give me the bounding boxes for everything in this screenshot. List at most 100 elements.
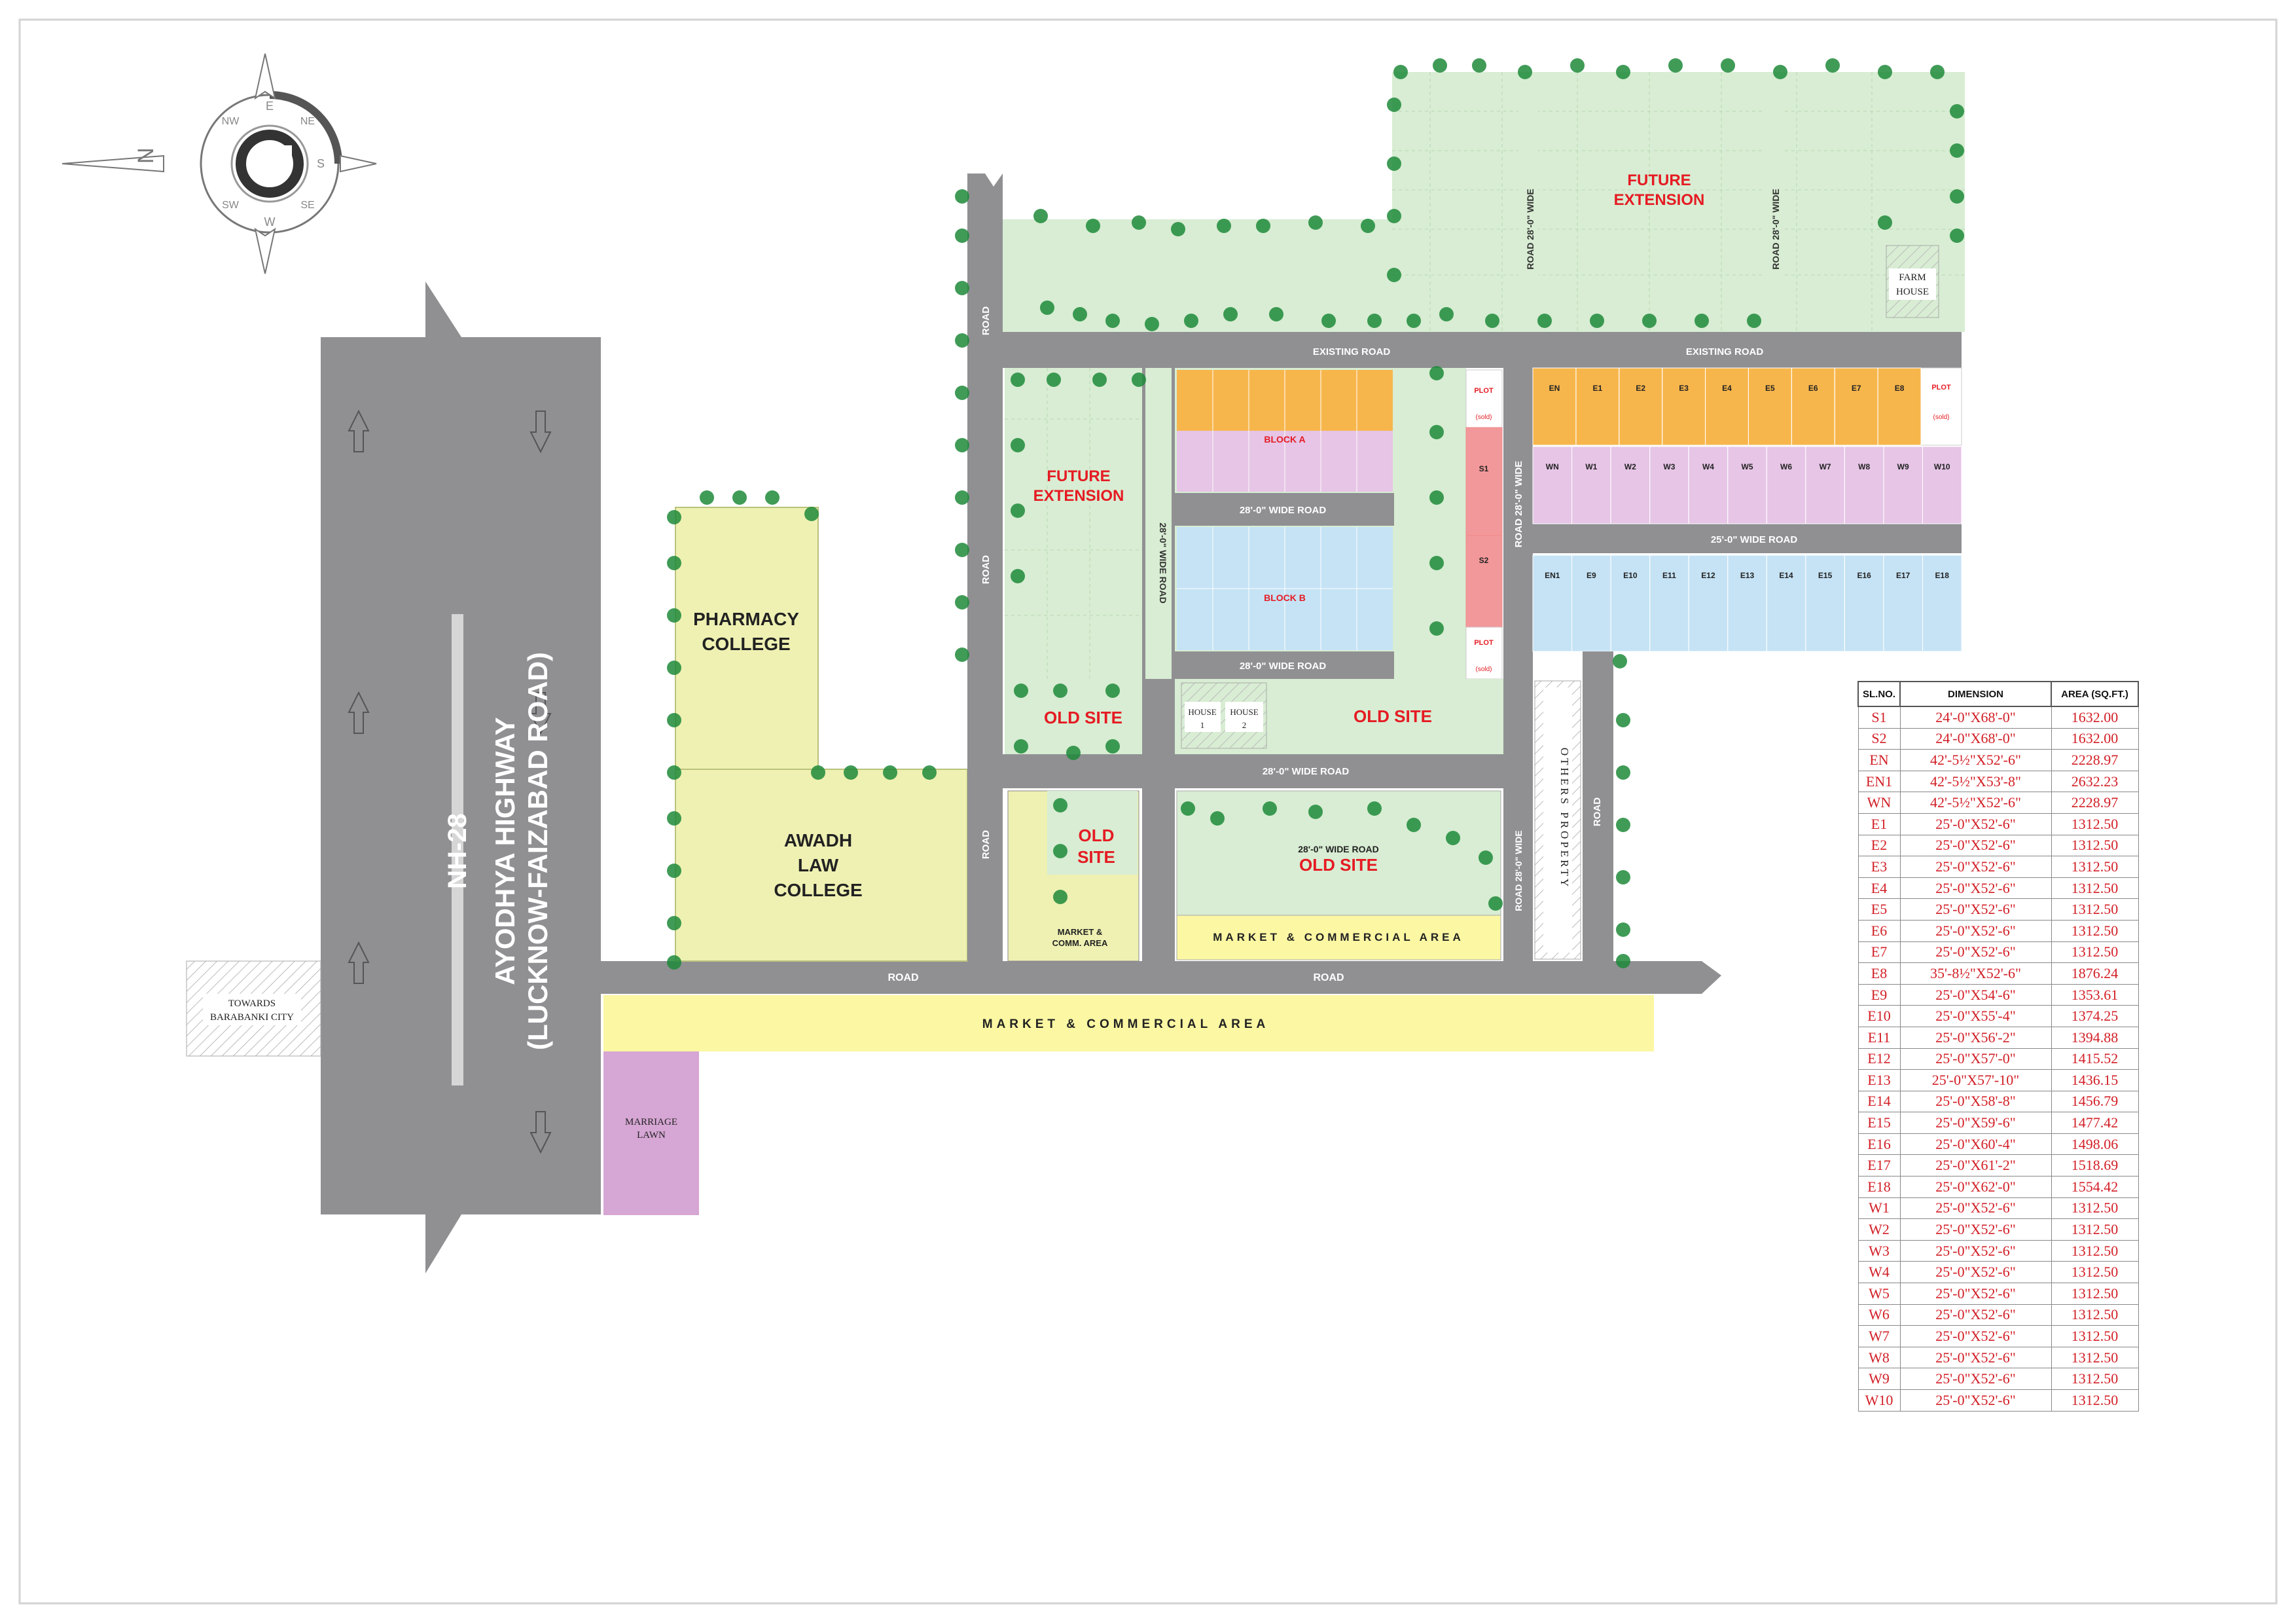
schedule-dimension: 25'-0"X57'-10" [1899, 1069, 2052, 1091]
tree-icon [1616, 765, 1630, 780]
market-small-label-1: MARKET & [1058, 927, 1103, 937]
schedule-dimension: 25'-0"X55'-4" [1899, 1005, 2052, 1027]
compass-se: SE [300, 200, 314, 211]
e-top-row [1533, 368, 1962, 445]
plot-w3: W3 [1663, 462, 1675, 471]
tree-icon [955, 189, 969, 204]
compass-w: W [264, 215, 276, 228]
plot-en: EN [1549, 384, 1560, 393]
plot-e12: E12 [1701, 571, 1715, 580]
future-label-north-2: EXTENSION [1614, 191, 1705, 209]
tree-icon [1930, 65, 1945, 79]
block-a-label: BLOCK A [1264, 434, 1305, 445]
tree-icon [1269, 307, 1283, 321]
tree-icon [1616, 922, 1630, 937]
schedule-slno: E13 [1857, 1069, 1901, 1091]
tree-icon [1825, 58, 1840, 73]
tree-icon [1367, 314, 1382, 328]
plot-w6: W6 [1780, 462, 1792, 471]
tree-icon [667, 765, 681, 780]
compass-nw: NW [222, 116, 240, 127]
old-site-label-2: OLD SITE [1354, 706, 1432, 726]
schedule-area: 1498.06 [2051, 1133, 2139, 1156]
plot-en1: EN1 [1545, 571, 1560, 580]
tree-icon [1105, 684, 1120, 698]
marriage-label-1: MARRIAGE [625, 1117, 677, 1127]
plot-wn: WN [1546, 462, 1559, 471]
tree-icon [1537, 314, 1552, 328]
plot-e15: E15 [1818, 571, 1833, 580]
plot-w4: W4 [1702, 462, 1714, 471]
tree-icon [1132, 215, 1146, 230]
tree-icon [1590, 314, 1604, 328]
schedule-area: 1312.50 [2051, 834, 2139, 857]
towards-label: TOWARDS [228, 998, 276, 1009]
schedule-slno: E3 [1857, 856, 1901, 878]
tree-icon [811, 765, 825, 780]
tree-icon [1387, 268, 1401, 282]
road28-label-north-2: ROAD 28'-0" WIDE [1770, 189, 1781, 270]
schedule-slno: E18 [1857, 1176, 1901, 1198]
tree-icon [1217, 219, 1231, 233]
schedule-dimension: 25'-0"X60'-4" [1899, 1133, 2052, 1156]
plot-e18: E18 [1935, 571, 1950, 580]
arrow-up-icon [348, 409, 370, 452]
compass-e: E [266, 100, 274, 113]
schedule-slno: E9 [1857, 983, 1901, 1006]
schedule-slno: EN1 [1857, 770, 1901, 793]
tree-icon [1747, 314, 1761, 328]
schedule-slno: W9 [1857, 1368, 1901, 1390]
schedule-dimension: 25'-0"X52'-6" [1899, 1389, 2052, 1412]
pharmacy-label-2: COLLEGE [702, 634, 790, 654]
tree-icon [1033, 209, 1048, 223]
future-label-west-1: FUTURE [1047, 467, 1110, 485]
tree-icon [1053, 844, 1067, 858]
schedule-area: 1312.50 [2051, 877, 2139, 900]
plot-e2: E2 [1636, 384, 1645, 393]
tree-icon [667, 608, 681, 623]
tree-icon [1773, 65, 1787, 79]
tree-icon [1011, 569, 1025, 583]
tree-icon [955, 228, 969, 243]
tree-icon [667, 916, 681, 930]
tree-icon [955, 438, 969, 452]
road28-label-mid-1: ROAD 28'-0" WIDE [1513, 461, 1524, 547]
top-green-area [1003, 219, 1392, 332]
tree-icon [955, 333, 969, 348]
tree-icon [667, 713, 681, 727]
sold-bottom: (sold) [1475, 666, 1492, 673]
tree-icon [1950, 104, 1964, 119]
plot-w7: W7 [1820, 462, 1831, 471]
market-small-label-2: COMM. AREA [1052, 938, 1108, 948]
future-label-west-2: EXTENSION [1033, 487, 1124, 505]
schedule-dimension: 25'-0"X52'-6" [1899, 1368, 2052, 1390]
schedule-slno: E2 [1857, 834, 1901, 857]
tree-icon [1053, 798, 1067, 812]
schedule-area: 1415.52 [2051, 1048, 2139, 1070]
plot-w2: W2 [1624, 462, 1636, 471]
schedule-slno: W1 [1857, 1197, 1901, 1220]
tree-icon [667, 811, 681, 826]
existing-road-label-1: EXISTING ROAD [1313, 346, 1391, 357]
schedule-slno: W5 [1857, 1283, 1901, 1305]
schedule-dimension: 42'-5½"X52'-6" [1899, 749, 2052, 771]
schedule-dimension: 25'-0"X59'-6" [1899, 1112, 2052, 1134]
tree-icon [732, 490, 747, 505]
plot-e6: E6 [1808, 384, 1818, 393]
tree-icon [1047, 373, 1061, 387]
market-long-label: MARKET & COMMERCIAL AREA [982, 1017, 1270, 1031]
tree-icon [700, 490, 714, 505]
schedule-area: 1374.25 [2051, 1005, 2139, 1027]
schedule-header-dimension: DIMENSION [1899, 681, 2053, 707]
